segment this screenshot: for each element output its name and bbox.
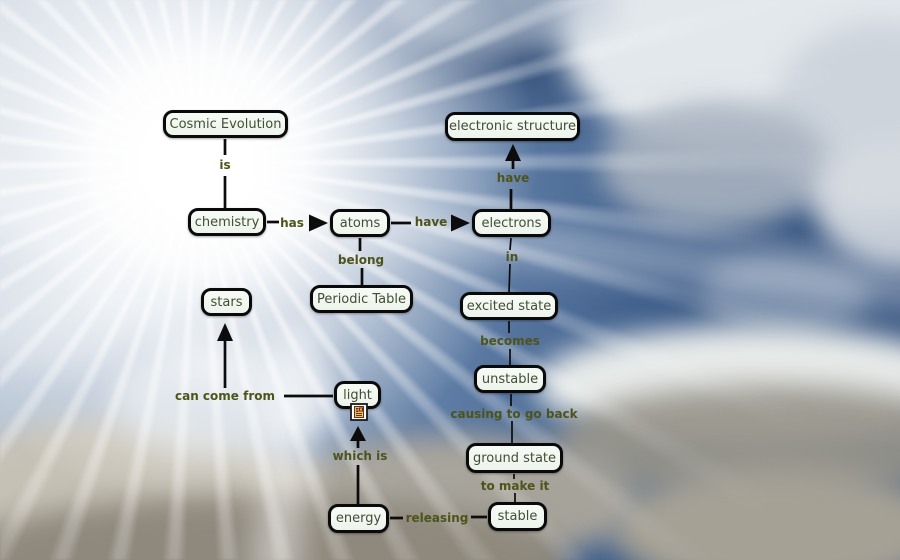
node-ground-state[interactable]: ground state — [466, 443, 563, 473]
node-cosmic-evolution[interactable]: Cosmic Evolution — [163, 110, 288, 138]
node-excited-state[interactable]: excited state — [460, 292, 558, 320]
node-label: ground state — [472, 450, 557, 466]
link-label-becomes[interactable]: becomes — [480, 334, 540, 348]
link-label-to-make-it[interactable]: to make it — [480, 479, 550, 493]
link-label-have-electronic-structure[interactable]: have — [496, 171, 530, 185]
node-label: light — [343, 387, 372, 403]
link-line-can-come-from — [217, 323, 333, 398]
node-label: electronic structure — [449, 119, 576, 134]
link-line-belong — [358, 238, 364, 286]
node-label: Cosmic Evolution — [169, 116, 282, 132]
link-label-belong[interactable]: belong — [337, 253, 385, 267]
link-line-has — [267, 214, 328, 232]
link-line-releasing — [390, 515, 487, 520]
link-label-has[interactable]: has — [280, 216, 304, 230]
node-unstable[interactable]: unstable — [474, 365, 546, 393]
link-line-have-electronic-structure — [505, 144, 521, 209]
node-stars[interactable]: stars — [201, 288, 252, 316]
node-atoms[interactable]: atoms — [330, 209, 390, 237]
link-label-have-electrons[interactable]: have — [414, 215, 448, 229]
link-line-becomes — [508, 321, 511, 366]
node-label: electrons — [481, 215, 542, 231]
link-label-can-come-from[interactable]: can come from — [175, 389, 275, 403]
link-line-which-is — [350, 426, 366, 504]
link-label-in[interactable]: in — [505, 250, 519, 264]
node-stable[interactable]: stable — [488, 502, 547, 531]
node-label: unstable — [481, 371, 539, 387]
link-line-have-electrons — [391, 214, 470, 232]
node-label: energy — [335, 511, 382, 526]
node-chemistry[interactable]: chemistry — [188, 208, 266, 236]
link-line-causing-to-go-back — [510, 394, 513, 443]
node-label: Periodic Table — [316, 291, 407, 307]
node-label: excited state — [466, 298, 552, 314]
node-label: stars — [210, 294, 243, 310]
node-label: atoms — [339, 215, 381, 231]
link-label-which-is[interactable]: which is — [332, 449, 388, 463]
link-line-to-make-it — [513, 474, 516, 502]
node-label: chemistry — [194, 214, 260, 230]
document-resource-icon[interactable] — [350, 403, 368, 421]
node-electronic-structure[interactable]: electronic structure — [445, 112, 580, 141]
node-label: stable — [497, 509, 538, 524]
node-energy[interactable]: energy — [328, 504, 389, 533]
node-periodic-table[interactable]: Periodic Table — [310, 285, 413, 313]
link-label-releasing[interactable]: releasing — [405, 511, 469, 525]
link-line-in — [508, 237, 512, 294]
link-label-causing-to-go-back[interactable]: causing to go back — [450, 407, 578, 421]
node-electrons[interactable]: electrons — [472, 209, 551, 237]
link-label-is[interactable]: is — [219, 158, 231, 172]
